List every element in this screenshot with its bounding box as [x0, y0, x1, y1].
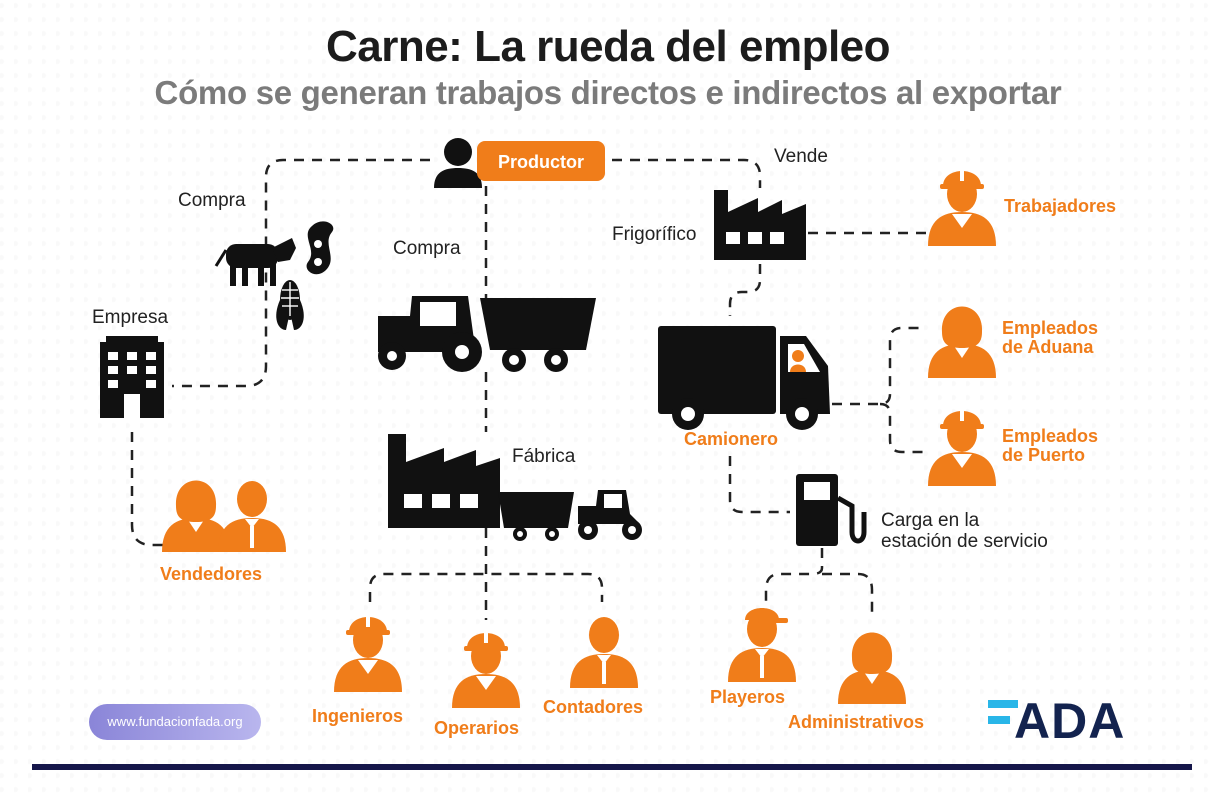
compra-center-label: Compra	[393, 238, 461, 259]
puerto-label-line1: Empleados	[1002, 426, 1098, 446]
carga-label-line1: Carga en la	[881, 510, 980, 531]
operarios-icon	[452, 630, 520, 708]
contadores-icon	[570, 617, 638, 688]
puerto-worker-icon	[928, 408, 996, 486]
vendedor-icon	[218, 481, 286, 552]
truck-icon	[658, 326, 830, 430]
carga-label-line2: estación de servicio	[881, 531, 1048, 552]
trabajadores-label: Trabajadores	[1004, 196, 1116, 216]
aduana-employee-icon	[928, 306, 996, 378]
website-link[interactable]: www.fundacionfada.org	[89, 704, 261, 740]
farmer-icon	[434, 138, 482, 188]
page-subtitle: Cómo se generan trabajos directos e indi…	[154, 74, 1062, 111]
frigorifico-label: Frigorífico	[612, 224, 696, 245]
ingenieros-label: Ingenieros	[312, 706, 403, 726]
trabajadores-worker-icon	[928, 168, 996, 246]
ingenieros-icon	[334, 614, 402, 692]
grain-trailer-tractor-icon	[498, 490, 642, 541]
aduana-label-line2: de Aduana	[1002, 337, 1094, 357]
compra-left-label: Compra	[178, 190, 246, 211]
playeros-icon	[728, 608, 796, 682]
vende-label: Vende	[774, 146, 828, 167]
productor-node: Productor	[434, 138, 605, 188]
connectors	[130, 158, 930, 620]
productor-badge	[477, 141, 605, 181]
cow-icon	[214, 238, 296, 286]
vendedores-label: Vendedores	[160, 564, 262, 584]
bottom-divider	[32, 764, 1192, 770]
tractor-trailer-icon	[378, 296, 596, 372]
logo-bar-bottom	[988, 716, 1010, 724]
productor-label: Productor	[498, 152, 584, 172]
puerto-label-line2: de Puerto	[1002, 445, 1085, 465]
slaughterhouse-factory-icon	[714, 190, 806, 260]
administrativos-icon	[838, 632, 906, 704]
empresa-label: Empresa	[92, 307, 168, 328]
fada-logo: ADA	[988, 694, 1148, 748]
page-title: Carne: La rueda del empleo	[325, 22, 891, 71]
contadores-label: Contadores	[543, 697, 643, 717]
logo-bar-top	[988, 700, 1018, 708]
aduana-label-line1: Empleados	[1002, 318, 1098, 338]
factory-icon	[388, 434, 500, 528]
corn-icon	[276, 280, 304, 330]
camionero-label: Camionero	[684, 429, 778, 449]
soybean-icon	[306, 221, 334, 275]
playeros-label: Playeros	[710, 687, 785, 707]
operarios-label: Operarios	[434, 718, 519, 738]
logo-text: ADA	[1014, 693, 1126, 749]
company-building-icon	[100, 336, 164, 418]
fuel-pump-icon	[796, 474, 867, 546]
administrativos-label: Administrativos	[788, 712, 924, 732]
fabrica-label: Fábrica	[512, 446, 576, 467]
